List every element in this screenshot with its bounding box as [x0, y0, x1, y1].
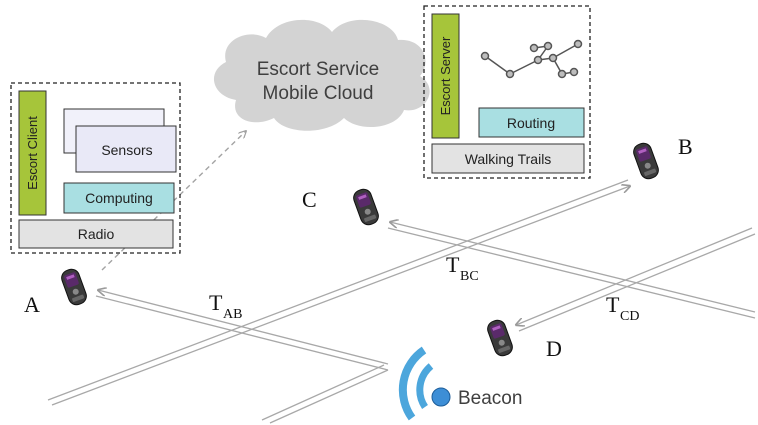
node-label-a: A [24, 292, 40, 317]
walking-trails-block [431, 143, 585, 174]
escort-server-bar [431, 13, 460, 139]
trail-bottom [261, 364, 389, 424]
walking-trails-label: Walking Trails [465, 151, 552, 167]
time-label-cd: T CD [606, 292, 639, 324]
walking-trails [47, 179, 756, 424]
cloud-title-line2: Mobile Cloud [263, 83, 374, 104]
mobile-phone-icon-d [484, 317, 516, 359]
time-label-cd-sub: CD [620, 309, 639, 324]
node-label-c: C [302, 187, 317, 212]
mobile-phone-icon-c [350, 186, 382, 228]
time-label-ab-sub: AB [223, 307, 242, 322]
escort-client-box: Escort Client Sensors Computing Radio [10, 82, 181, 254]
cloud-shape [213, 19, 430, 131]
time-label-bc-main: T [446, 252, 460, 277]
computing-label: Computing [85, 190, 153, 206]
time-label-ab: T AB [209, 290, 242, 322]
mobile-phone-icon-b [630, 140, 662, 182]
escort-client-bar [18, 90, 47, 216]
wifi-signal-icon [398, 346, 434, 421]
escort-server-label: Escort Server [438, 36, 453, 115]
node-label-b: B [678, 134, 693, 159]
beacon-dot [431, 387, 451, 407]
route-graph-icon [480, 39, 583, 79]
computing-block [63, 182, 175, 214]
trail-a-to-b [47, 179, 630, 406]
radio-block [18, 219, 174, 249]
time-label-bc: T BC [446, 252, 479, 284]
routing-label: Routing [507, 115, 555, 131]
mobile-phone-icon-a [58, 266, 90, 308]
time-label-cd-main: T [606, 292, 620, 317]
time-label-bc-sub: BC [460, 269, 479, 284]
routing-block [478, 107, 585, 138]
time-label-ab-main: T [209, 290, 223, 315]
beacon: Beacon [398, 346, 522, 421]
beacon-label: Beacon [458, 388, 522, 409]
trail-to-c [387, 222, 756, 319]
trail-to-a [95, 290, 389, 371]
sensors-card-front [75, 125, 177, 173]
sensors-label: Sensors [101, 142, 152, 158]
mobile-cloud: Escort Service Mobile Cloud [213, 19, 430, 131]
escort-server-box: Escort Server Routing Walking Trails [423, 5, 591, 179]
radio-label: Radio [78, 226, 115, 242]
node-label-d: D [546, 336, 562, 361]
escort-client-label: Escort Client [25, 116, 40, 190]
cloud-title-line1: Escort Service [257, 59, 379, 80]
trail-to-d [516, 227, 756, 332]
